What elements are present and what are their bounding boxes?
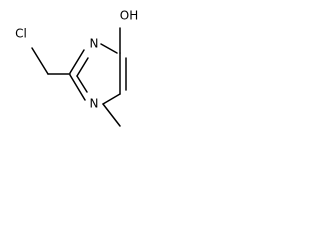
bond-c2-n3-double xyxy=(76,57,89,77)
hydroxyl-label: OH xyxy=(120,9,138,23)
chlorine-label: Cl xyxy=(15,27,27,41)
bond-c6-n1-double xyxy=(76,75,88,93)
ring-nitrogen-top-label: N xyxy=(90,37,99,51)
bond-n3-c4 xyxy=(100,43,118,54)
bond-c6-n1 xyxy=(69,74,86,101)
bond-c6-methyl xyxy=(102,103,121,127)
ring-nitrogen-bottom-label: N xyxy=(90,97,99,111)
atom-labels: OH N N Cl xyxy=(15,9,138,111)
chemical-structure: OH N N Cl xyxy=(15,9,138,127)
bond-c2-n3 xyxy=(69,49,85,74)
bond-c5-c6 xyxy=(102,93,121,105)
bond-ch2-cl xyxy=(31,47,49,75)
bonds xyxy=(31,27,127,127)
